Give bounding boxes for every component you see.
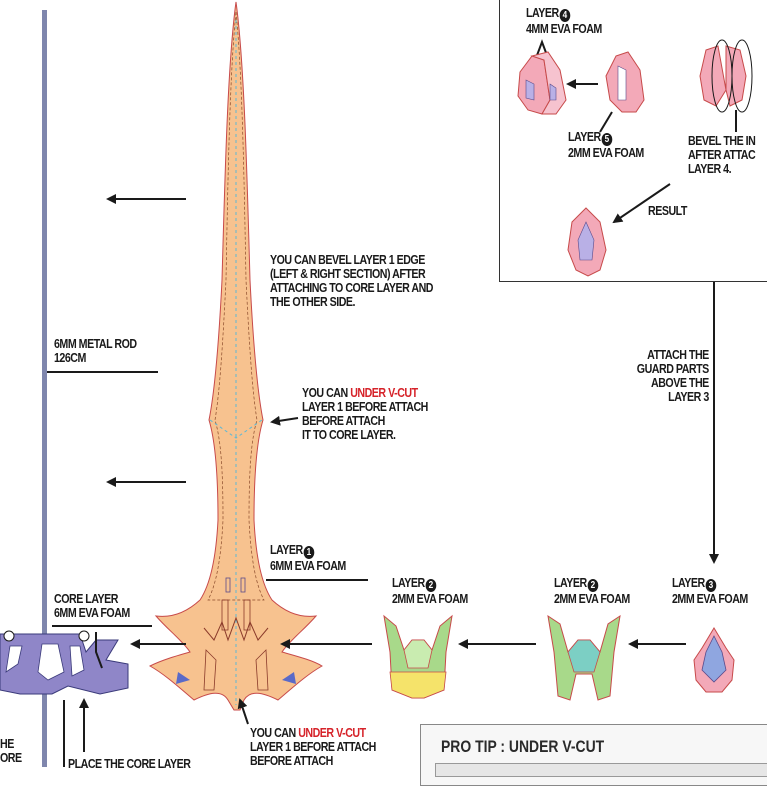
layer3-material: 2MM EVA FOAM: [672, 591, 748, 606]
layer4-number: 4: [559, 9, 571, 22]
attach-guard-note: ATTACH THE GUARD PARTS ABOVE THE LAYER 3: [637, 347, 709, 404]
pro-tip-panel: PRO TIP : UNDER V-CUT: [420, 724, 767, 786]
bevel-note: YOU CAN BEVEL LAYER 1 EDGE (LEFT & RIGHT…: [270, 252, 434, 309]
layer1-material: 6MM EVA FOAM: [270, 558, 346, 573]
layer2a-material: 2MM EVA FOAM: [392, 591, 468, 606]
metal-rod: [42, 10, 47, 767]
layer4-material: 4MM EVA FOAM: [526, 21, 602, 36]
metal-rod-label: 6MM METAL ROD 126CM: [54, 336, 137, 365]
layer2b-number: 2: [587, 579, 599, 592]
vcut-bottom-highlight: UNDER V-CUT: [298, 725, 366, 740]
vcut-note-highlight: UNDER V-CUT: [350, 385, 418, 400]
core-layer-label: CORE LAYER 6MM EVA FOAM: [54, 591, 130, 620]
vcut-note-prefix: YOU CAN: [302, 385, 351, 400]
layer2a-title: LAYER: [392, 575, 425, 590]
result-label: RESULT: [648, 203, 687, 218]
layer5-number: 5: [601, 133, 613, 146]
bevel-inner-note: BEVEL THE IN AFTER ATTAC LAYER 4.: [688, 133, 756, 176]
vcut-bottom-note: YOU CAN UNDER V-CUT LAYER 1 BEFORE ATTAC…: [250, 726, 376, 768]
layer-2b-shape: [547, 614, 621, 701]
left-cut-text: HE ORE: [0, 736, 22, 765]
vcut-bottom-rest: LAYER 1 BEFORE ATTACH BEFORE ATTACH: [250, 739, 376, 768]
layer2b-title: LAYER: [554, 575, 587, 590]
vcut-bottom-prefix: YOU CAN: [250, 725, 299, 740]
pro-tip-image-frame: [435, 763, 767, 777]
core-layer: [0, 630, 129, 695]
pro-tip-title: PRO TIP : UNDER V-CUT: [441, 737, 605, 756]
layer-3-shape: [693, 627, 735, 693]
layer1-number: 1: [303, 546, 315, 559]
layer5-title: LAYER: [568, 129, 601, 144]
layer3-number: 3: [705, 579, 717, 592]
vcut-note-rest: LAYER 1 BEFORE ATTACH BEFORE ATTACH IT T…: [302, 399, 428, 442]
place-core-note: PLACE THE CORE LAYER: [68, 756, 191, 771]
layer3-title: LAYER: [672, 575, 705, 590]
layer2b-material: 2MM EVA FOAM: [554, 591, 630, 606]
layer2a-number: 2: [425, 579, 437, 592]
layer5-material: 2MM EVA FOAM: [568, 145, 644, 160]
vcut-note: YOU CAN UNDER V-CUT LAYER 1 BEFORE ATTAC…: [302, 386, 428, 442]
sword-layer-1: [148, 1, 323, 711]
layer4-title: LAYER: [526, 5, 559, 20]
layer-2a-shape: [383, 614, 453, 699]
layer1-title: LAYER: [270, 542, 303, 557]
